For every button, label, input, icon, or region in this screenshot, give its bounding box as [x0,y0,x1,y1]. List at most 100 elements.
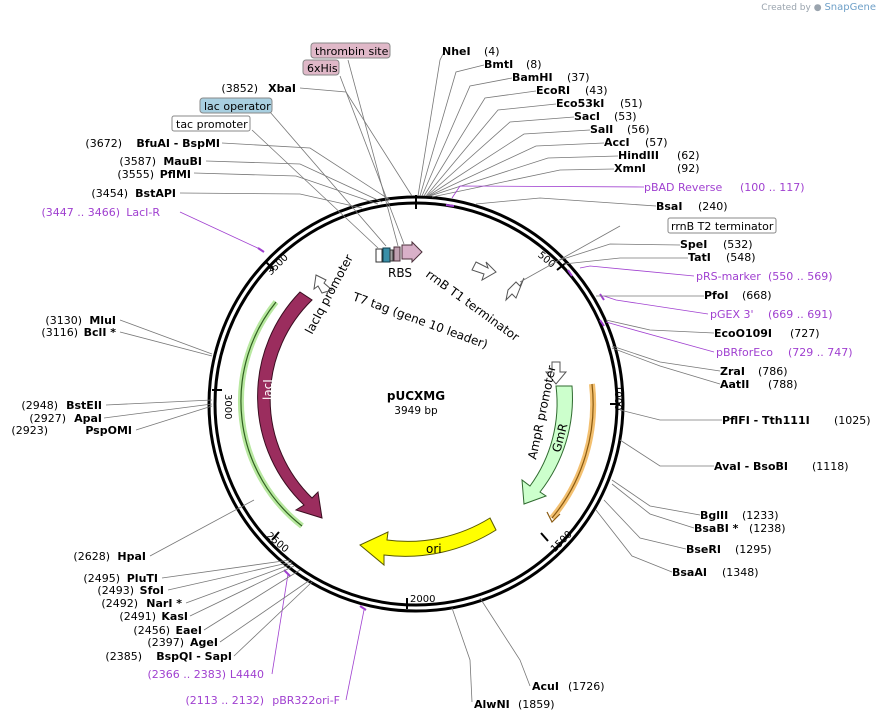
site-label-acci: AccI(57) [604,136,668,149]
rrnb-t2-box: rrnB T2 terminator [667,217,777,234]
site-label-pfoi: PfoI(668) [704,289,772,302]
laciq-promoter-feature[interactable] [313,274,334,294]
svg-text:(727): (727) [790,327,820,340]
site-label-tati: TatI(548) [688,251,756,264]
thrombin-site-label: thrombin site [315,45,389,58]
tac-promoter-label: tac promoter [176,118,248,131]
svg-text:(100 .. 117): (100 .. 117) [740,181,805,194]
ampr-promoter-feature[interactable] [544,361,568,385]
laci-feature[interactable] [257,291,323,519]
svg-text:pBR322ori-F: pBR322ori-F [272,694,340,707]
tac-promoter-feature[interactable] [375,248,383,263]
svg-text:NheI: NheI [442,45,471,58]
svg-text:(92): (92) [677,162,700,175]
site-label-saci: SacI(53) [574,110,637,123]
site-label-pspomi: (2923)PspOMI [11,424,132,437]
created-by-text: Created by [761,3,811,13]
primer-label-pbad-reverse: pBAD Reverse(100 .. 117) [644,181,805,194]
svg-text:BmtI: BmtI [484,58,513,71]
svg-text:(3672): (3672) [85,137,122,150]
site-label-bfuai: (3672)BfuAI - BspMI [85,137,220,150]
svg-text:KasI: KasI [161,610,188,623]
gmr-highlight-line [551,383,594,519]
site-label-bglii: BglII(1233) [700,509,779,522]
tick-marks [212,195,620,609]
ori-feature[interactable] [359,517,497,567]
svg-text:PfoI: PfoI [704,289,729,302]
site-label-sali: SalI(56) [590,123,650,136]
svg-text:(1726): (1726) [568,680,605,693]
rrnb-t2-feature[interactable] [505,277,525,302]
site-label-mlui: (3130)MluI [45,314,116,327]
svg-text:SalI: SalI [590,123,613,136]
svg-text:EcoRI: EcoRI [536,84,570,97]
svg-text:AlwNI: AlwNI [474,698,510,711]
svg-text:(62): (62) [677,149,700,162]
svg-text:EcoO109I: EcoO109I [714,327,772,340]
site-label-alwni: AlwNI(1859) [474,698,555,711]
svg-text:(729 .. 747): (729 .. 747) [788,346,853,359]
svg-text:ZraI: ZraI [720,365,745,378]
svg-text:(2397): (2397) [147,636,184,649]
lac-operator-feature[interactable] [382,247,391,263]
rbs-feature[interactable] [389,249,394,262]
site-label-bsabi: BsaBI *(1238) [694,522,786,535]
svg-text:(3852): (3852) [221,82,258,95]
svg-text:(550 .. 569): (550 .. 569) [768,270,833,283]
svg-text:(1025): (1025) [834,414,871,427]
svg-text:MluI: MluI [89,314,116,327]
rrnb-t1-feature[interactable] [471,261,497,282]
svg-text:(3555): (3555) [117,168,154,181]
svg-text:(532): (532) [723,238,753,251]
thrombin-site-feature[interactable] [393,246,401,262]
svg-text:BamHI: BamHI [512,71,553,84]
tick-label-1000: 1000 [612,385,623,410]
primer-label-l4440: (2366 .. 2383)L4440 [147,668,264,681]
svg-text:BspQI - SapI: BspQI - SapI [156,650,232,663]
svg-text:AcuI: AcuI [532,680,559,693]
svg-text:(51): (51) [620,97,643,110]
svg-text:XbaI: XbaI [268,82,296,95]
site-label-kasi: (2491)KasI [119,610,188,623]
gmr-highlight-arrowhead [546,511,561,524]
site-label-bmti: BmtI (8) [484,58,542,71]
svg-text:(4): (4) [484,45,500,58]
rrnb-t2-label: rrnB T2 terminator [671,220,774,233]
primer-marks [257,204,605,611]
snapgene-logo-icon: ● [813,3,822,13]
site-label-hpai: (2628)HpaI [73,550,146,563]
svg-text:BsaI: BsaI [656,200,682,213]
laciq-promoter-label: lacIq promoter [302,252,356,336]
svg-text:(1238): (1238) [749,522,786,535]
svg-text:(8): (8) [526,58,542,71]
his-tag-feature[interactable] [401,240,423,264]
svg-text:(2456): (2456) [133,624,170,637]
svg-text:(3447 .. 3466): (3447 .. 3466) [41,206,120,219]
site-label-pflmi: (3555) PflMI [117,168,191,181]
svg-text:(548): (548) [726,251,756,264]
svg-text:PflMI: PflMI [160,168,191,181]
svg-text:BstAPI: BstAPI [135,187,176,200]
tac-promoter-box: tac promoter [171,115,251,132]
site-label-bamhi: BamHI(37) [512,71,590,84]
svg-text:(788): (788) [768,378,798,391]
lac-operator-box: lac operator [199,97,273,114]
svg-text:PspOMI: PspOMI [85,424,132,437]
svg-text:(53): (53) [614,110,637,123]
site-label-bsai: BsaI(240) [656,200,728,213]
site-label-bstapi: (3454) BstAPI [91,187,176,200]
svg-text:(2927): (2927) [29,412,66,425]
lac-operator-label: lac operator [204,100,271,113]
site-label-xmni: XmnI(92) [614,162,700,175]
site-label-bsteii: (2948)BstEII [21,399,102,412]
his-tag-box: 6xHis [302,59,340,76]
gmr-feature[interactable] [521,385,573,505]
svg-text:(3454): (3454) [91,187,128,200]
site-label-sfoi: (2493)SfoI [97,584,164,597]
site-connectors-left [103,59,621,657]
site-label-bcli: (3116)BclI * [41,326,116,339]
primer-label-laci-r: (3447 .. 3466)LacI-R [41,206,160,219]
svg-text:L4440: L4440 [230,668,264,681]
svg-text:(3116): (3116) [41,326,78,339]
site-label-xbai: (3852) XbaI [221,82,296,95]
